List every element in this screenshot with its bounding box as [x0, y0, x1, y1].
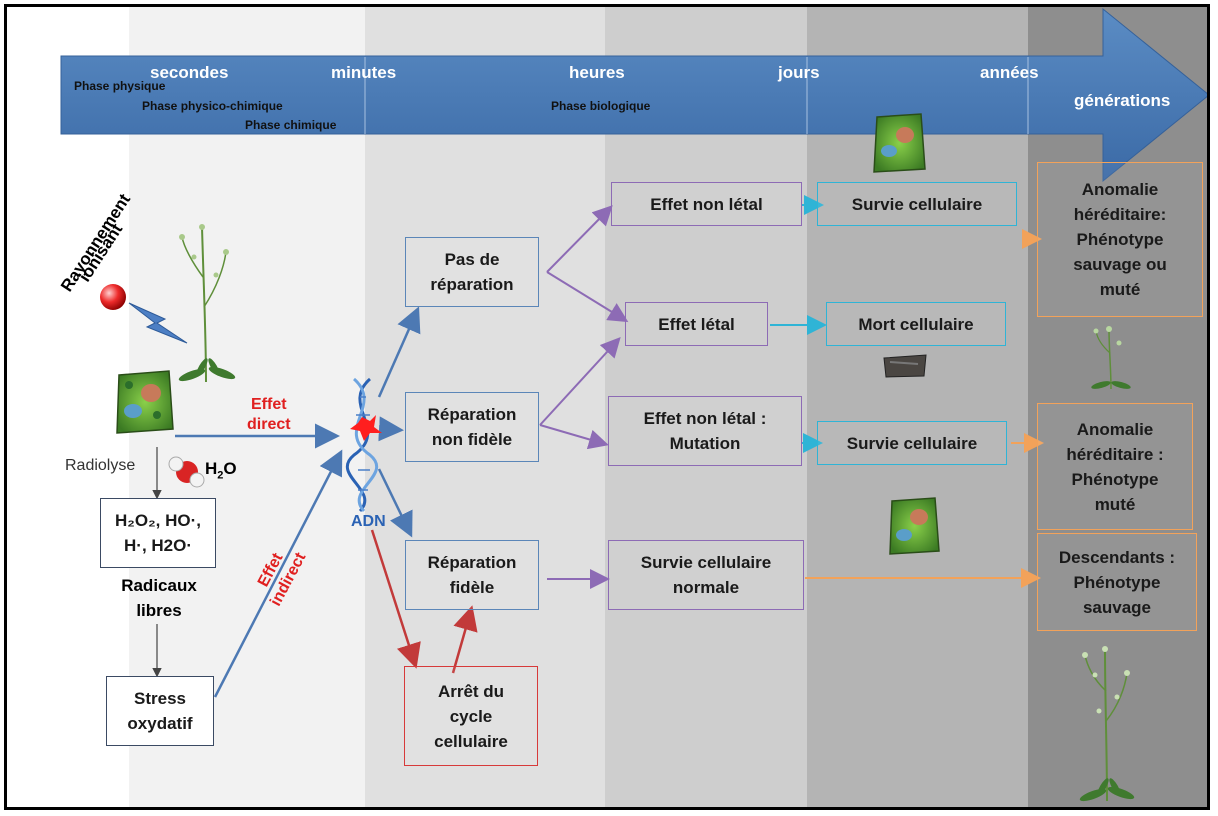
descendants-3: sauvage	[1082, 597, 1152, 617]
anomalie-hereditaire-box: Anomalie héréditaire: Phénotype sauvage …	[1037, 162, 1203, 317]
radiation-source-icon	[100, 284, 126, 310]
anomalie1-5: muté	[1099, 280, 1141, 299]
phase-physico-chimique: Phase physico-chimique	[142, 99, 283, 113]
radicaux-libres-label: Radicaux libres	[111, 573, 207, 623]
reparation-non-fidele-box: Réparation non fidèle	[405, 392, 539, 462]
effet-direct-2: direct	[247, 416, 291, 433]
arabidopsis-plant-icon	[178, 224, 236, 383]
arret-cycle-box: Arrêt du cycle cellulaire	[404, 666, 538, 766]
connectors	[152, 195, 1044, 698]
diagram-frame: secondes minutes heures jours années gén…	[4, 4, 1210, 810]
anomalie2-3: Phénotype	[1071, 469, 1159, 489]
pas-reparation-1: Pas de	[444, 250, 500, 269]
stress-oxydatif-box: Stress oxydatif	[106, 676, 214, 746]
survie-normale-box: Survie cellulaire normale	[608, 540, 804, 610]
anomalie2-1: Anomalie	[1076, 419, 1154, 439]
anomalie-mutee-box: Anomalie héréditaire : Phénotype muté	[1037, 403, 1193, 530]
effet-direct-1: Effet	[251, 396, 287, 413]
time-jours: jours	[778, 63, 820, 82]
radicaux-libres-2: libres	[136, 601, 182, 620]
anomalie2-2: héréditaire :	[1066, 444, 1164, 464]
lightning-bolt-icon	[128, 302, 188, 344]
h2o-label: H2O	[205, 459, 237, 481]
effet-non-letal-text: Effet non létal	[650, 194, 763, 214]
mort-cellulaire-box: Mort cellulaire	[826, 302, 1006, 346]
survie-1-text: Survie cellulaire	[851, 194, 983, 214]
effet-direct-label: Effet direct	[247, 395, 291, 435]
radicaux-box: H₂O₂, HO·, H·, H2O·	[100, 498, 216, 568]
stress-1: Stress	[134, 689, 186, 708]
radiolyse-label: Radiolyse	[65, 457, 136, 474]
time-heures: heures	[569, 63, 625, 82]
effet-mutation-box: Effet non létal : Mutation	[608, 396, 802, 466]
radicaux-libres-1: Radicaux	[121, 576, 197, 595]
anomalie2-4: muté	[1094, 494, 1136, 514]
timeline-arrow	[60, 7, 1207, 183]
survie-cellulaire-box: Survie cellulaire	[817, 421, 1007, 465]
effet-non-letal-box: Effet non létal	[611, 182, 802, 226]
arabidopsis-plant-icon	[1079, 646, 1135, 802]
arret-1: Arrêt du	[437, 681, 505, 701]
rayonnement-label: Rayonnement ionisant	[23, 183, 193, 295]
time-annees: années	[980, 63, 1039, 82]
phase-biologique: Phase biologique	[551, 99, 651, 113]
arret-3: cellulaire	[434, 731, 508, 751]
rep-fidele-1: Réparation	[427, 553, 517, 572]
h2o-o: O	[223, 459, 237, 478]
rep-non-fidele-2: non fidèle	[431, 430, 513, 449]
time-secondes: secondes	[150, 63, 229, 82]
anomalie1-2: héréditaire:	[1073, 205, 1167, 224]
pas-reparation-2: réparation	[430, 275, 514, 294]
adn-label: ADN	[351, 513, 386, 530]
water-molecule-icon	[168, 456, 205, 488]
h2o-h: H	[205, 459, 218, 478]
phase-chimique: Phase chimique	[245, 118, 337, 132]
rep-non-fidele-1: Réparation	[427, 405, 517, 424]
pas-de-reparation-box: Pas de réparation	[405, 237, 539, 307]
descendants-1: Descendants :	[1058, 547, 1176, 567]
time-generations: générations	[1074, 91, 1171, 110]
dna-helix-icon	[345, 377, 382, 513]
band-hours	[605, 7, 807, 807]
plant-cell-icon	[873, 113, 926, 173]
anomalie1-3: Phénotype	[1076, 230, 1164, 249]
stress-2: oxydatif	[127, 714, 193, 733]
arabidopsis-plant-icon	[1091, 326, 1131, 390]
plant-cell-icon	[116, 370, 174, 434]
anomalie1-4: sauvage ou	[1073, 255, 1167, 274]
effet-letal-box: Effet létal	[625, 302, 768, 346]
phase-physique: Phase physique	[74, 79, 166, 93]
h2o-sub: 2	[217, 469, 224, 482]
radicaux-line2: H·, H2O·	[124, 536, 192, 555]
effet-mutation-2: Mutation	[669, 434, 741, 453]
reparation-fidele-box: Réparation fidèle	[405, 540, 539, 610]
radicaux-line1: H₂O₂, HO·,	[115, 511, 201, 530]
effet-mutation-1: Effet non létal :	[643, 409, 767, 428]
survie-normale-2: normale	[672, 578, 740, 597]
plant-cell-icon	[889, 497, 940, 555]
descendants-box: Descendants : Phénotype sauvage	[1037, 533, 1197, 631]
rep-fidele-2: fidèle	[449, 578, 495, 597]
survie-2-text: Survie cellulaire	[846, 433, 978, 453]
mort-text: Mort cellulaire	[858, 314, 974, 334]
survie-cellulaire-box: Survie cellulaire	[817, 182, 1017, 226]
survie-normale-1: Survie cellulaire	[640, 553, 772, 572]
anomalie1-1: Anomalie	[1081, 180, 1159, 199]
dead-cell-icon	[883, 354, 927, 378]
effet-letal-text: Effet létal	[658, 314, 735, 334]
arret-2: cycle	[449, 706, 493, 726]
time-minutes: minutes	[331, 63, 397, 82]
descendants-2: Phénotype	[1073, 572, 1161, 592]
